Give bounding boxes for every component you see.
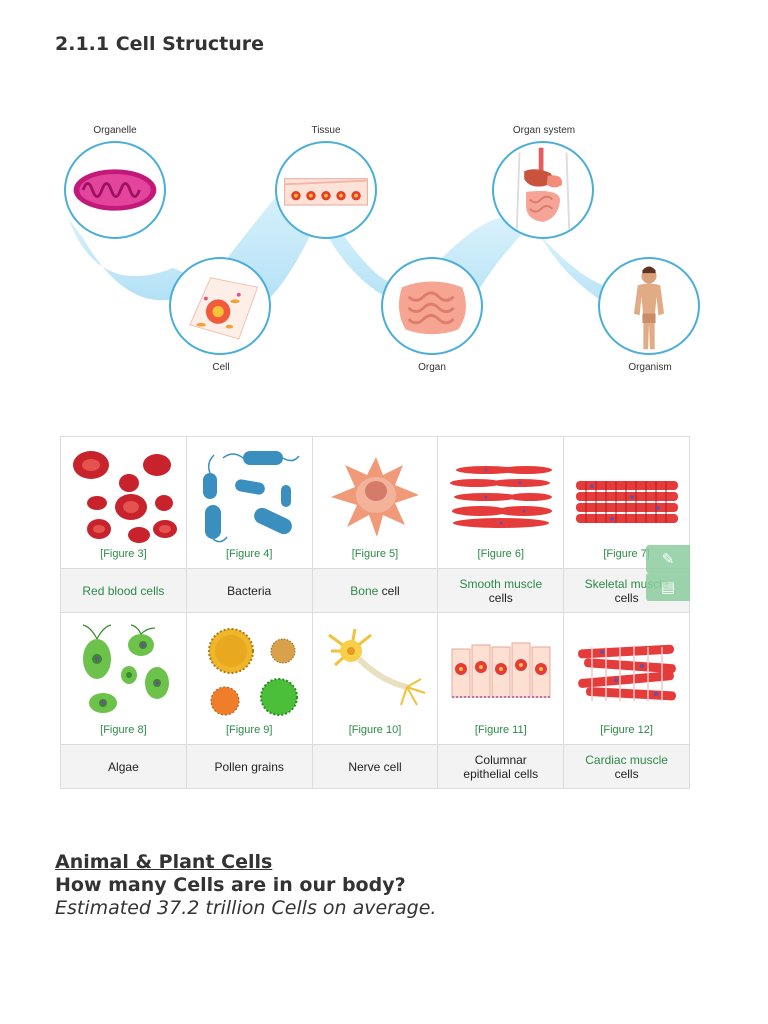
label-organelle: Organelle xyxy=(93,125,137,136)
cell-name: Red blood cells xyxy=(60,568,187,613)
cell-name-link[interactable]: Red blood cells xyxy=(82,583,165,598)
cell-name: Bacteria xyxy=(185,568,313,613)
intestine-icon xyxy=(398,281,466,335)
section-title: Animal & Plant Cells xyxy=(55,851,273,873)
cell-name-text: Algae xyxy=(108,759,139,774)
cell-name-text: cells xyxy=(614,590,639,605)
figure-caption[interactable]: [Figure 9] xyxy=(225,724,273,736)
label-tissue: Tissue xyxy=(311,125,341,136)
smooth-muscle-icon xyxy=(450,466,553,528)
organ-bubble xyxy=(381,257,483,355)
organelle-bubble xyxy=(64,141,166,239)
figure-cell-algae: [Figure 8] xyxy=(60,612,187,745)
label-organ: Organ xyxy=(418,362,446,373)
section-estimate: Estimated 37.2 trillion Cells on average… xyxy=(55,897,437,919)
page-heading: 2.1.1 Cell Structure xyxy=(55,33,264,55)
algae-icon xyxy=(82,624,169,713)
figure-cell-bone: [Figure 5] xyxy=(311,436,439,569)
figure-cell-smooth-muscle: [Figure 6] xyxy=(437,436,565,569)
figure-caption[interactable]: [Figure 10] xyxy=(348,724,402,736)
table-row: [Figure 3] [Figure 4] [Figure 5] [Figure… xyxy=(60,436,690,569)
pencil-icon: ✎ xyxy=(661,550,675,568)
pollen-grains-icon xyxy=(207,628,298,716)
cell-name: Bone cell xyxy=(311,568,439,613)
label-organism: Organism xyxy=(628,362,672,373)
cell-name: Nerve cell xyxy=(311,744,439,789)
figure-caption[interactable]: [Figure 5] xyxy=(351,548,399,560)
cardiac-muscle-icon xyxy=(578,644,677,701)
cell-name-text: cells xyxy=(488,590,513,605)
figure-cell-columnar: [Figure 11] xyxy=(437,612,565,745)
human-figure-icon xyxy=(633,266,665,350)
tissue-icon xyxy=(284,178,368,206)
cell-types-table: [Figure 3] [Figure 4] [Figure 5] [Figure… xyxy=(60,436,690,789)
cell-name-link[interactable]: Cardiac muscle xyxy=(585,752,668,767)
bacteria-icon xyxy=(202,451,300,543)
table-row: Red blood cells Bacteria Bone cell Smoot… xyxy=(60,568,690,613)
skeletal-muscle-icon xyxy=(576,481,679,523)
biological-hierarchy-diagram: Organelle Tissue Organ system Cell Organ… xyxy=(58,118,708,380)
cell-name-text: Nerve cell xyxy=(348,759,402,774)
figure-cell-bacteria: [Figure 4] xyxy=(185,436,313,569)
figure-caption[interactable]: [Figure 6] xyxy=(477,548,525,560)
figure-caption[interactable]: [Figure 12] xyxy=(600,724,653,736)
annotate-button[interactable]: ✎ xyxy=(646,545,690,573)
figure-caption[interactable]: [Figure 7] xyxy=(603,548,650,560)
notes-button[interactable]: ▤ xyxy=(646,573,690,601)
tissue-bubble xyxy=(275,141,377,239)
cell-name-text: Columnar xyxy=(474,752,527,767)
note-icon: ▤ xyxy=(660,578,676,596)
animal-cell-icon xyxy=(189,277,259,340)
cell-bubble xyxy=(169,257,271,355)
figure-caption[interactable]: [Figure 8] xyxy=(100,724,147,736)
figure-caption[interactable]: [Figure 4] xyxy=(225,548,273,560)
cell-name-text: cell xyxy=(378,583,400,598)
connector-bands xyxy=(68,188,633,318)
figure-cell-red-blood: [Figure 3] xyxy=(60,436,187,569)
label-cell: Cell xyxy=(212,362,230,373)
organism-bubble xyxy=(598,257,700,355)
mitochondrion-icon xyxy=(73,169,157,211)
cell-name-link[interactable]: Bone xyxy=(350,583,379,598)
figure-cell-skeletal-muscle: [Figure 7] xyxy=(563,436,690,569)
figure-caption[interactable]: [Figure 3] xyxy=(100,548,147,560)
cell-name-text: Pollen grains xyxy=(214,759,284,774)
cell-name-text: Bacteria xyxy=(227,583,272,598)
figure-cell-pollen: [Figure 9] xyxy=(185,612,313,745)
label-organ-system: Organ system xyxy=(512,125,576,136)
cell-name-text: epithelial cells xyxy=(463,766,539,781)
figure-caption[interactable]: [Figure 11] xyxy=(474,724,527,736)
table-row: [Figure 8] [Figure 9] [Figure 10] xyxy=(60,612,690,745)
red-blood-cells-icon xyxy=(73,451,177,543)
cell-name: Algae xyxy=(60,744,187,789)
bone-cell-icon xyxy=(330,457,419,537)
cell-name-text: cells xyxy=(614,766,639,781)
nerve-cell-icon xyxy=(327,628,425,706)
cell-name-link[interactable]: Smooth muscle xyxy=(459,576,543,591)
section-question: How many Cells are in our body? xyxy=(55,874,406,896)
figure-cell-cardiac: [Figure 12] xyxy=(563,612,690,745)
digestive-system-icon xyxy=(515,147,571,233)
figure-cell-nerve: [Figure 10] xyxy=(311,612,439,745)
organ-system-bubble xyxy=(492,141,594,239)
columnar-epithelial-icon xyxy=(451,642,551,698)
cell-name: Pollen grains xyxy=(185,744,313,789)
